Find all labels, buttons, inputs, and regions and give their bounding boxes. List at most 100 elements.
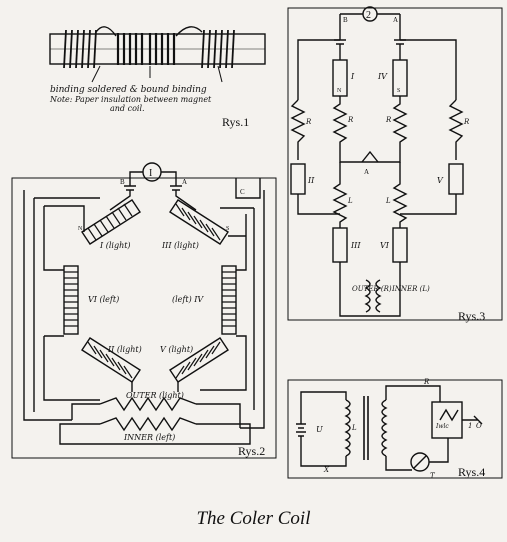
rys3-capacitors — [334, 39, 406, 45]
rys3-inner-inductor — [375, 279, 382, 313]
rys3-terminal-b: B — [343, 16, 348, 24]
rys4-device-contacts — [439, 408, 459, 422]
figure-rys3: 2 OUTER (R) INNER (L — [287, 6, 503, 323]
rys3-coil-label-i: I — [350, 72, 355, 81]
rys3-resistor-r1 — [332, 96, 348, 150]
rys4-label-1: 1 — [468, 422, 472, 430]
rys3-resistor-label-6: L — [385, 197, 391, 205]
rys4-primary — [344, 399, 351, 457]
rys2-outer-label: OUTER (light) — [126, 391, 184, 400]
left-winding — [63, 29, 97, 69]
rys1-annotation-line2: Note: Paper insulation between magnet — [49, 95, 212, 104]
rys2-box-c — [235, 178, 261, 199]
rys2-wire-right-lower — [200, 335, 247, 391]
rys4-meter-needle — [413, 455, 427, 469]
rys3-resistor-r2 — [392, 96, 408, 150]
rys2-coil-bottom-left — [81, 337, 141, 383]
rys4-battery-leads — [300, 391, 347, 467]
rys3-coil-label-vi: VI — [380, 241, 390, 250]
rys3-outer-label: OUTER (R) — [352, 285, 392, 293]
rys4-label-o: O — [476, 422, 482, 430]
rys3-wires — [339, 44, 401, 60]
rys3-return-loop — [339, 270, 401, 317]
rys2-meter-leads — [129, 171, 177, 186]
rys4-label-l: L — [351, 424, 357, 432]
rys2-wire-top — [109, 190, 197, 211]
rys4-label: Rys.4 — [458, 465, 485, 479]
rys2-zigzag-leads — [59, 403, 251, 445]
page-caption: The Coler Coil — [196, 508, 311, 529]
rys2-terminal-s: S — [226, 226, 229, 232]
rys2-outer-zigzag — [99, 396, 197, 412]
rys2-terminal-c: C — [240, 188, 245, 196]
rys2-coil-bottom-right — [169, 337, 229, 383]
rys3-resistor-label-1: R — [347, 116, 354, 124]
rys3-coil-label-v: V — [437, 176, 444, 185]
rys2-inner-label: INNER (left) — [123, 433, 175, 442]
rys3-coil-label-ii: II — [307, 176, 315, 185]
rys3-switch — [361, 150, 379, 163]
rys2-inner-zigzag — [99, 416, 197, 432]
right-winding — [201, 29, 235, 69]
rys3-coil-iii — [332, 227, 348, 263]
rys2-coil-top-right — [169, 199, 229, 245]
rys3-coil-ii — [290, 163, 306, 195]
rys3-top-leads — [339, 14, 401, 40]
rys4-battery — [296, 423, 306, 437]
rys3-meter-symbol: 2 — [366, 10, 371, 21]
rys1-annotation-line1: binding soldered & bound binding — [50, 85, 207, 95]
rys3-side-wires-top — [297, 39, 457, 100]
rys3-lower-leads — [339, 262, 401, 270]
rys3-resistor-label-3: R — [305, 118, 312, 126]
rys4-meter-lead — [429, 438, 449, 463]
rys4-secondary-leads — [385, 385, 441, 471]
rys3-resistor-r4 — [448, 99, 464, 160]
rys2-meter-symbol: I — [149, 168, 152, 179]
rys2-coil-left — [63, 265, 79, 335]
rys2-capacitors — [124, 185, 182, 191]
rys3-outer-inductor — [364, 279, 371, 313]
rys4-label-device: Iwlc — [435, 423, 449, 430]
rys4-label-t: T — [430, 472, 436, 480]
lead-left — [95, 26, 117, 37]
rys3-resistor-label-5: L — [347, 197, 353, 205]
rys3-terminal-n: N — [337, 88, 342, 94]
rys3-coil-v — [448, 163, 464, 195]
rys2-terminal-b: B — [120, 178, 125, 186]
rys3-terminal-a: A — [393, 16, 398, 24]
rys2-coil-label-vi: VI (left) — [88, 295, 119, 304]
rys3-resistor-label-2: R — [385, 116, 392, 124]
rys4-label-x: X — [323, 466, 330, 474]
rys3-coil-vi — [392, 227, 408, 263]
figure-rys2: I B A C — [11, 162, 277, 459]
center-winding — [116, 33, 176, 65]
rys2-wire-left-inner — [43, 205, 85, 271]
rys3-bridge — [339, 150, 401, 163]
rys2-coil-right — [221, 265, 237, 335]
rys2-wire-bottom — [131, 382, 179, 392]
rys2-terminal-a: A — [182, 178, 187, 186]
figure-rys4: U X L R T Iwlc 1 O Rys.4 — [287, 378, 503, 480]
lead-right — [175, 26, 203, 37]
rys4-label-u: U — [316, 425, 323, 434]
rys3-resistor-l2 — [392, 162, 408, 228]
pointer-binding-left — [91, 65, 101, 83]
rys2-coil-label-iii: III (light) — [161, 241, 199, 250]
rys4-label-r: R — [423, 378, 430, 386]
rys3-resistor-label-4: R — [463, 118, 470, 126]
rys2-wire-right-inner — [228, 214, 247, 271]
rys2-coil-label-iv: (left) IV — [172, 295, 204, 304]
rys2-frame — [11, 177, 277, 459]
rys4-device — [431, 401, 463, 439]
pointer-binding-right — [217, 65, 223, 83]
rys3-side-wires-bottom — [297, 194, 457, 215]
rys1-annotation-line3: and coil. — [110, 104, 145, 113]
rys2-wire-left-lower — [43, 335, 100, 401]
rys2-coil-label-v: V (light) — [160, 345, 193, 354]
rys3-terminal-a2: A — [364, 168, 369, 176]
figure-rys1: binding soldered & bound binding Note: P… — [49, 26, 266, 129]
rys4-frame — [287, 379, 503, 479]
rys3-terminal-s: S — [397, 88, 400, 94]
rys2-label: Rys.2 — [238, 444, 265, 458]
